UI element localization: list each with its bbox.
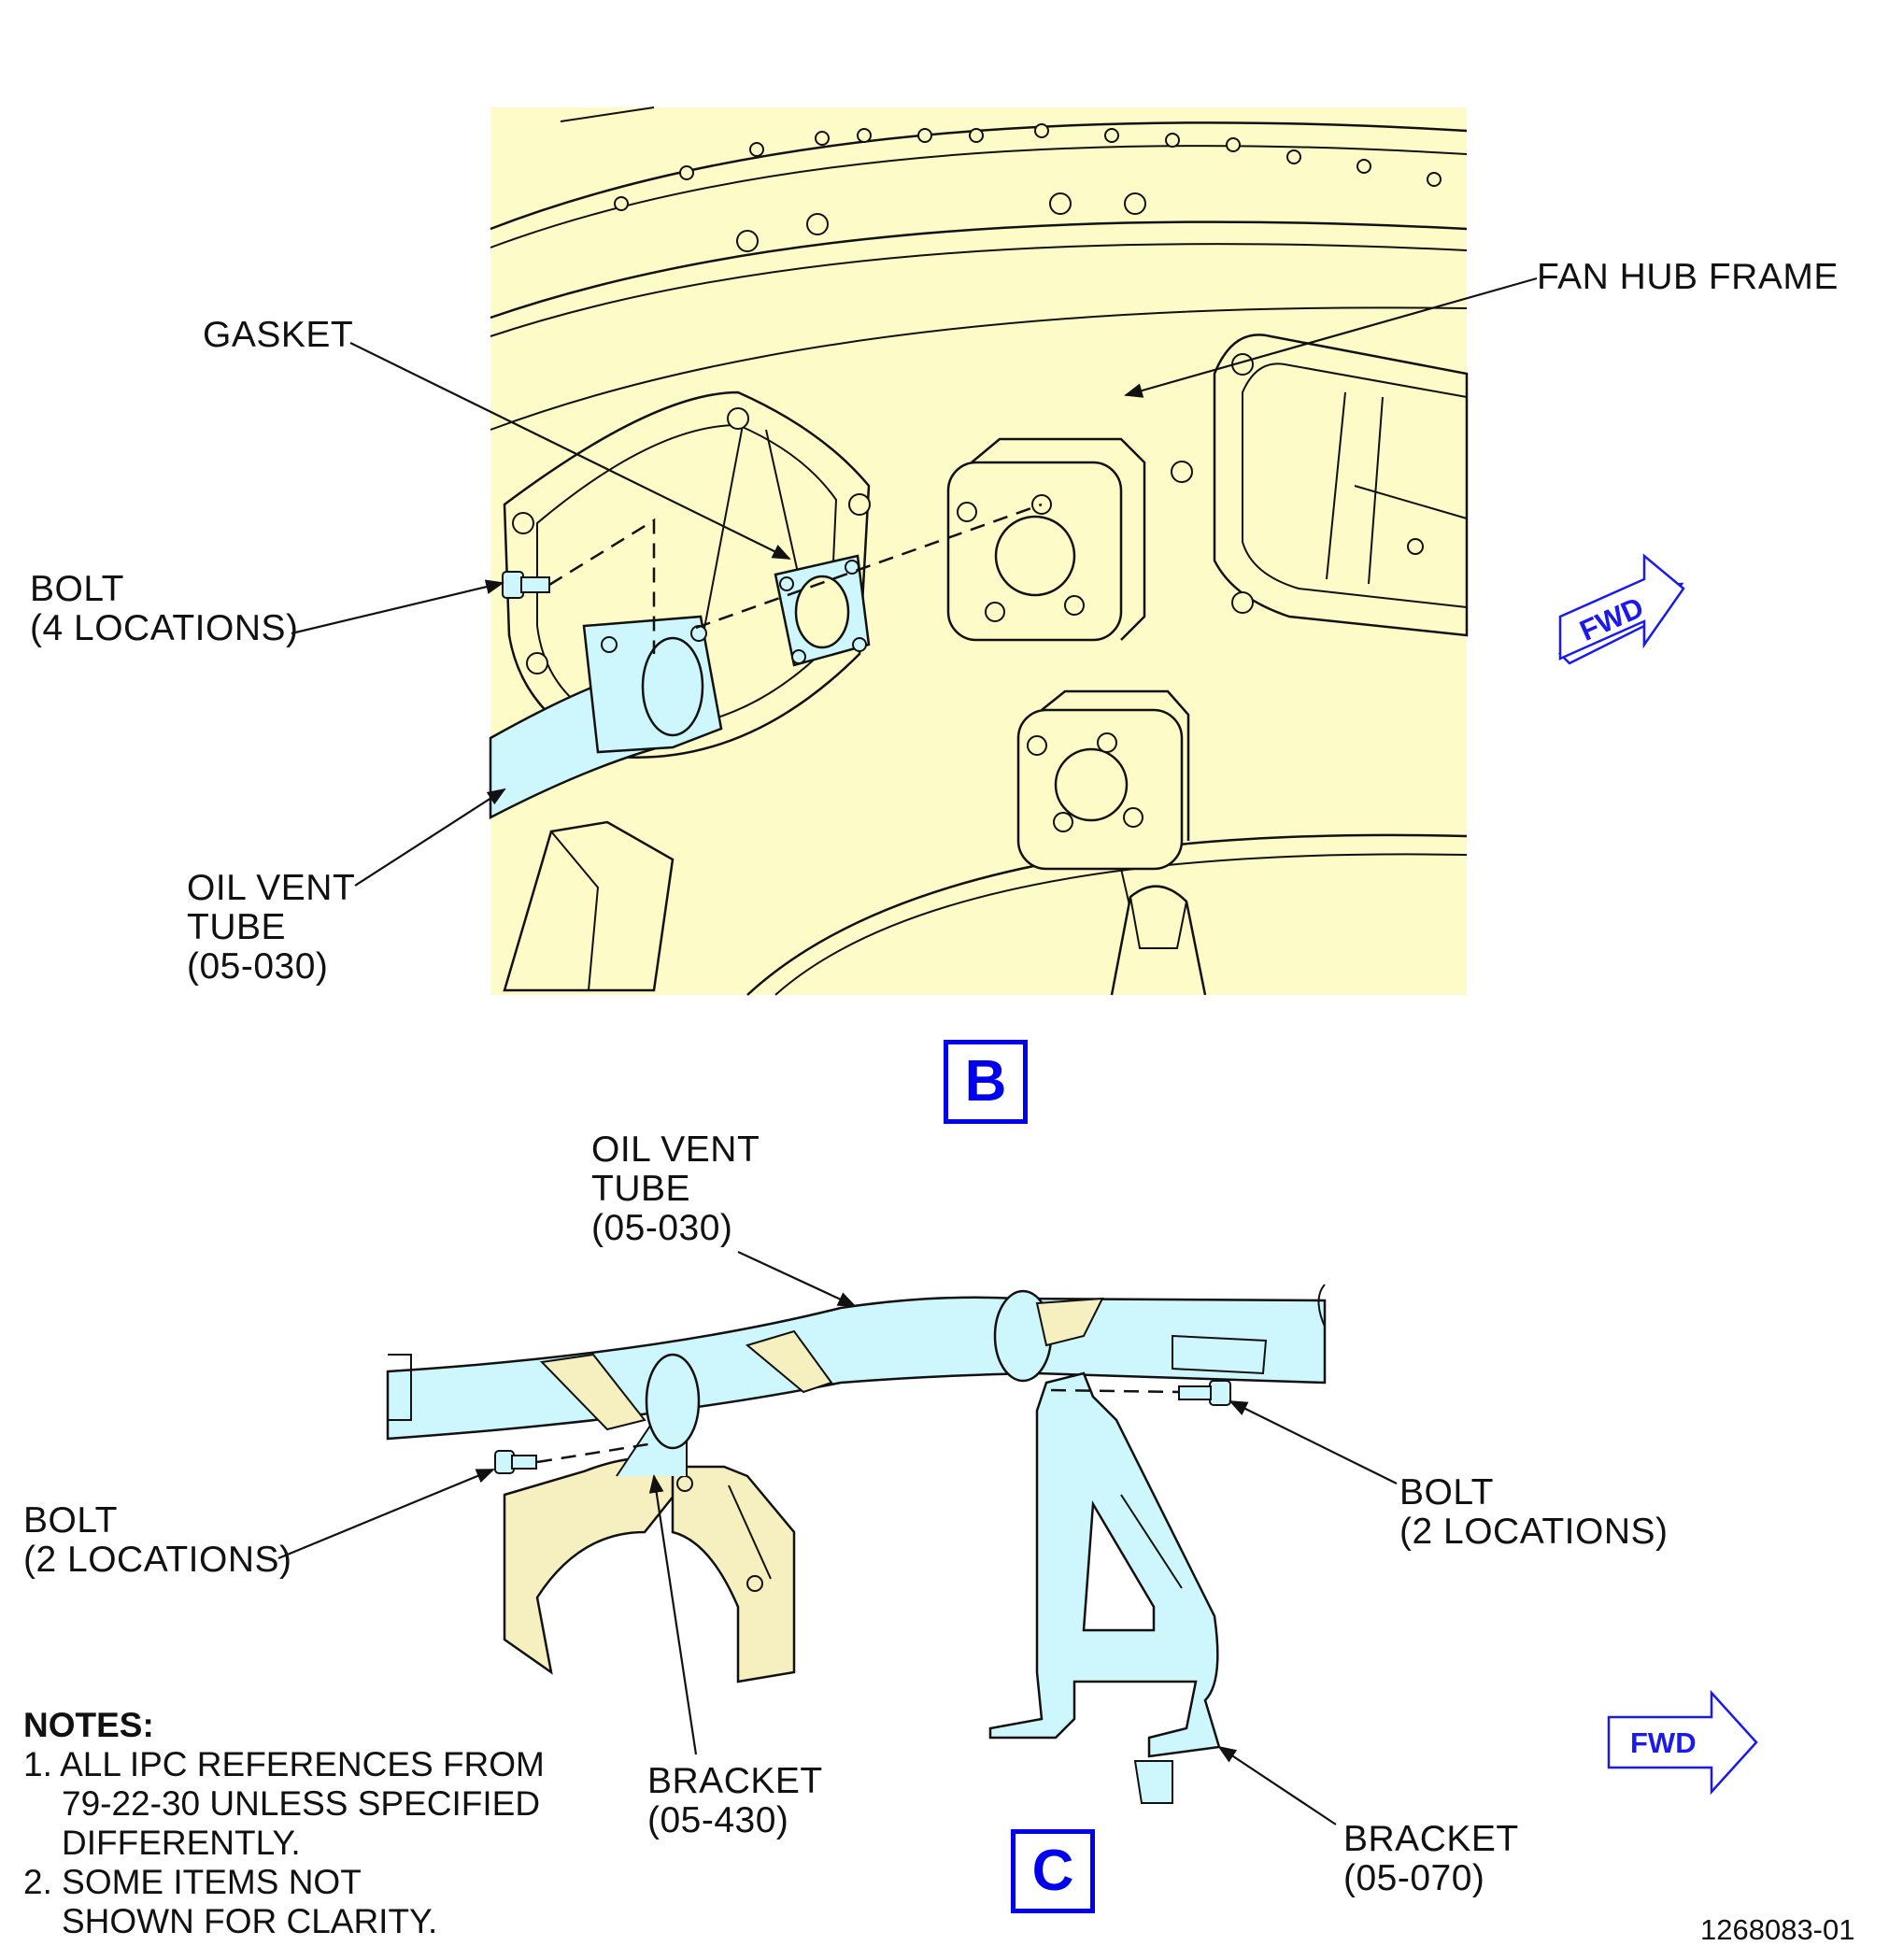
oil-vent-tube-c-label-line1: OIL VENT [591, 1129, 760, 1170]
bolt-c-right-label-line1: BOLT [1399, 1472, 1494, 1513]
view-b-tag: B [944, 1040, 1028, 1124]
bolt-b-label-line2: (4 LOCATIONS) [30, 608, 299, 648]
view-c-leaders [277, 1251, 1398, 1825]
oil-vent-tube-c-label-line3: (05-030) [591, 1208, 733, 1248]
bracket-070-label-line1: BRACKET [1343, 1819, 1519, 1859]
document-number: 1268083-01 [1700, 1913, 1855, 1946]
gasket-label: GASKET [203, 315, 354, 355]
fwd-arrow-b [1557, 553, 1685, 665]
view-c-tag: C [1011, 1829, 1095, 1913]
note-1-line1: 1. ALL IPC REFERENCES FROM [23, 1745, 545, 1783]
notes-heading: NOTES: [23, 1706, 154, 1744]
oil-vent-tube-c-label-line2: TUBE [591, 1169, 691, 1209]
fwd-label-c: FWD [1630, 1726, 1697, 1759]
note-1-line3: DIFFERENTLY. [62, 1824, 301, 1862]
bracket-430-label-line1: BRACKET [647, 1761, 823, 1801]
bolt-c-left-label-line2: (2 LOCATIONS) [23, 1540, 292, 1580]
note-2-line2: SHOWN FOR CLARITY. [62, 1902, 438, 1940]
fan-hub-frame-label: FAN HUB FRAME [1537, 257, 1839, 297]
bracket-430-label-line2: (05-430) [647, 1800, 789, 1840]
oil-vent-tube-b-label-line2: TUBE [187, 907, 287, 947]
view-b-leaders [291, 277, 1538, 887]
oil-vent-tube-b-label-line3: (05-030) [187, 946, 329, 987]
fwd-arrow-c [1607, 1689, 1758, 1796]
note-2-line1: 2. SOME ITEMS NOT [23, 1863, 362, 1901]
bracket-070-label-line2: (05-070) [1343, 1858, 1485, 1898]
view-c-drawing [386, 1284, 1327, 1804]
bolt-c-left-label-line1: BOLT [23, 1500, 118, 1541]
view-b-drawing [489, 107, 1469, 996]
bolt-b-label-line1: BOLT [30, 569, 124, 609]
bolt-c-right-label-line2: (2 LOCATIONS) [1399, 1512, 1669, 1552]
oil-vent-tube-b-label-line1: OIL VENT [187, 868, 356, 908]
note-1-line2: 79-22-30 UNLESS SPECIFIED [62, 1784, 541, 1823]
